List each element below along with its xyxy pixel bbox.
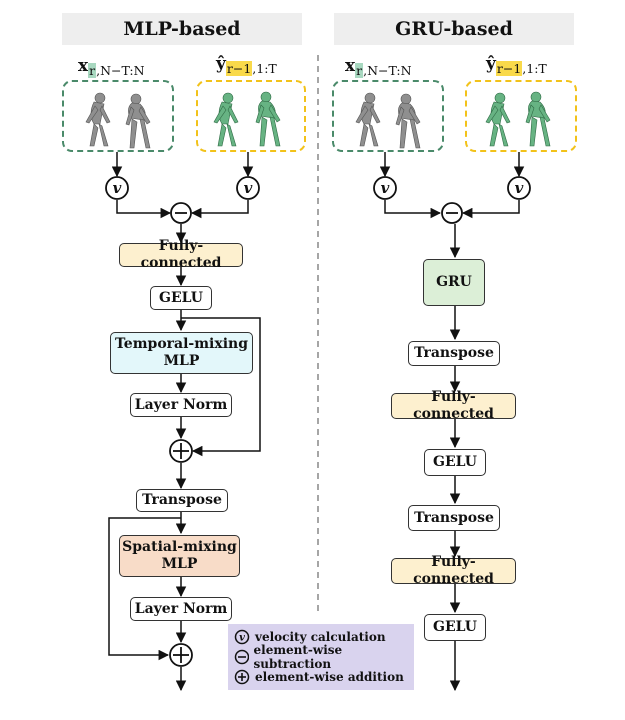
mlp-velocity-y-symbol: v <box>244 179 253 197</box>
gru-x-input-label: xr,N−T:N <box>345 56 412 78</box>
gru-y-figures <box>485 91 551 147</box>
mlp-subtract-node <box>170 202 192 224</box>
spatial-line1: Spatial-mixing <box>122 539 237 556</box>
mlp-y-input-frame <box>196 80 306 152</box>
legend-subtraction: element-wise subtraction <box>234 643 408 671</box>
gru-gelu-1-box: GELU <box>424 449 486 476</box>
gru-velocity-x <box>373 176 397 200</box>
gru-x-figures <box>355 92 421 149</box>
mlp-x-input-label: xr,N−T:N <box>78 56 145 78</box>
gru-transpose-2-box: Transpose <box>408 505 500 531</box>
mlp-fully-connected-box: Fully-connected <box>119 238 243 271</box>
legend-addition-label: element-wise addition <box>255 670 404 684</box>
mlp-add-node-2 <box>169 643 193 667</box>
gru-x-input-frame <box>332 80 444 152</box>
mlp-layer-norm-1-box: Layer Norm <box>130 393 232 417</box>
mlp-gelu-box: GELU <box>150 286 212 310</box>
minus-circle-icon <box>234 649 249 665</box>
spatial-line2: MLP <box>161 556 198 572</box>
mlp-x-figures <box>85 92 151 149</box>
mlp-velocity-x-symbol: v <box>113 179 122 197</box>
mlp-x-input-frame <box>62 80 174 152</box>
gru-header: GRU-based <box>334 13 574 45</box>
legend-velocity: v velocity calculation <box>234 627 408 647</box>
gru-subtract-node <box>441 202 463 224</box>
gru-velocity-y-symbol: v <box>515 179 524 197</box>
gru-fully-connected-2-box: Fully-connected <box>391 554 516 587</box>
gru-gelu-2-box: GELU <box>424 614 486 641</box>
mlp-layer-norm-2-box: Layer Norm <box>130 597 232 621</box>
mlp-y-figures <box>213 91 281 147</box>
legend-addition: element-wise addition <box>234 667 408 687</box>
mlp-header: MLP-based <box>62 13 302 45</box>
mlp-velocity-x <box>105 176 129 200</box>
mlp-transpose-box: Transpose <box>136 489 228 512</box>
gru-box: GRU <box>423 259 485 306</box>
mlp-add-node-1 <box>169 439 193 463</box>
legend-subtraction-label: element-wise subtraction <box>253 643 343 671</box>
gru-velocity-y <box>507 176 531 200</box>
gru-velocity-x-symbol: v <box>381 179 390 197</box>
gru-y-input-label: ŷr−1,1:T <box>486 54 547 76</box>
gru-y-input-frame <box>465 80 577 152</box>
mlp-temporal-mixing-box: Temporal-mixing MLP <box>110 332 253 374</box>
temporal-line2: MLP <box>163 353 200 369</box>
mlp-spatial-mixing-box: Spatial-mixing MLP <box>119 535 240 577</box>
mlp-velocity-y <box>236 176 260 200</box>
temporal-line1: Temporal-mixing <box>115 336 248 353</box>
mlp-y-input-label: ŷr−1,1:T <box>216 54 277 76</box>
legend: v velocity calculation element-wise subt… <box>228 624 414 690</box>
velocity-icon: v <box>234 629 250 645</box>
plus-circle-icon <box>234 669 250 685</box>
gru-fully-connected-1-box: Fully-connected <box>391 389 516 422</box>
gru-transpose-1-box: Transpose <box>408 341 500 366</box>
legend-velocity-label: velocity calculation <box>255 630 386 644</box>
svg-text:v: v <box>239 633 245 644</box>
